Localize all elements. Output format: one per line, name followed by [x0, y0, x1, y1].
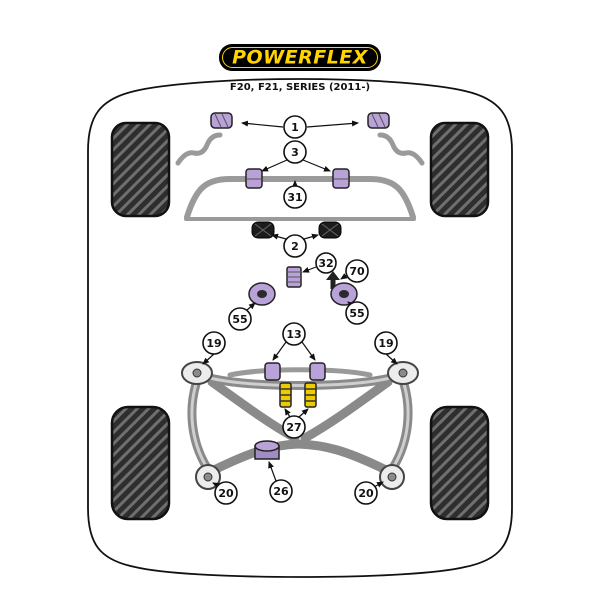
callout-19-right-label: 19: [378, 337, 393, 350]
subframe-mount-rear-right: [379, 464, 405, 490]
callout-20-left: 20: [214, 481, 238, 505]
powerflex-logo: POWERFLEX: [219, 44, 381, 71]
callout-32-label: 32: [318, 257, 333, 270]
front-antiroll-bar: [184, 176, 416, 220]
callout-13: 13: [282, 322, 306, 346]
drop-link-right: [377, 132, 425, 166]
callout-27-label: 27: [286, 421, 301, 434]
top-mount-left: [210, 112, 233, 129]
insert-bushing-32: [286, 266, 302, 288]
callout-55-left-label: 55: [232, 313, 247, 326]
callout-32: 32: [315, 252, 337, 274]
tire-front-left: [110, 121, 171, 218]
top-mount-right: [367, 112, 390, 129]
callout-31-label: 31: [287, 191, 302, 204]
callout-19-left: 19: [202, 331, 226, 355]
subframe-mount-front-right: [387, 361, 419, 385]
tire-front-right: [429, 121, 490, 218]
callout-19-right: 19: [374, 331, 398, 355]
tie-bar-insert-right: [304, 382, 317, 408]
tire-rear-right: [429, 405, 490, 521]
top-mount-left-hatch: [214, 113, 229, 128]
leader-arrows: [202, 120, 398, 489]
logo-text: POWERFLEX: [232, 47, 369, 69]
callout-3-label: 3: [291, 146, 299, 159]
callout-20-left-label: 20: [218, 487, 234, 500]
subframe-mount-front-left: [181, 361, 213, 385]
callout-55-right-label: 55: [349, 307, 364, 320]
top-mount-right-hatch: [371, 113, 386, 128]
rear-arb-bushing-left: [264, 362, 281, 381]
diff-mount-bushing-26: [254, 440, 280, 460]
rear-arb-bushing-right: [309, 362, 326, 381]
callout-20-right: 20: [354, 481, 378, 505]
donut-bushing-left: [248, 282, 276, 306]
callout-20-right-label: 20: [358, 487, 374, 500]
model-title: F20, F21, SERIES (2011-): [230, 82, 370, 93]
callout-3: 3: [283, 140, 307, 164]
callout-55-right: 55: [345, 301, 369, 325]
callout-27: 27: [282, 415, 306, 439]
donut-bushing-right: [330, 282, 358, 306]
callout-2-label: 2: [291, 240, 299, 253]
callout-55-left: 55: [228, 307, 252, 331]
subframe-mount-rear-left: [195, 464, 221, 490]
front-arb-bushing-right: [332, 168, 350, 189]
callout-26-label: 26: [273, 485, 289, 498]
callout-13-label: 13: [286, 328, 301, 341]
tie-bar-insert-left: [279, 382, 292, 408]
callout-2: 2: [283, 234, 307, 258]
drop-link-left: [175, 132, 223, 166]
callout-70: 70: [345, 259, 369, 283]
callout-31: 31: [283, 185, 307, 209]
jack-pad-70: [326, 271, 340, 289]
rear-antiroll-bar: [227, 367, 373, 378]
logo-background: [219, 44, 381, 71]
callout-19-left-label: 19: [206, 337, 221, 350]
control-arm-bushing-left: [251, 221, 275, 239]
control-arm-bushing-right: [318, 221, 342, 239]
callout-26: 26: [269, 479, 293, 503]
logo-border: [222, 47, 378, 68]
tire-rear-left: [110, 405, 171, 521]
callout-1: 1: [283, 115, 307, 139]
callout-1-label: 1: [291, 121, 299, 134]
front-arb-bushing-left: [245, 168, 263, 189]
callout-70-label: 70: [349, 265, 365, 278]
